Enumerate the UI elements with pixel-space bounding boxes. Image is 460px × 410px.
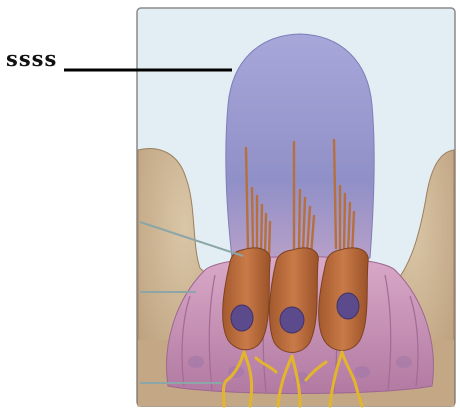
unknown-structure-label: ssss	[6, 46, 57, 71]
hair-cell-nucleus-middle	[280, 307, 304, 333]
hair-cell-right	[319, 248, 369, 351]
hair-cell-nucleus-right	[337, 293, 359, 319]
hair-cell-nucleus-left	[231, 305, 253, 331]
hair-cell-middle	[270, 248, 319, 353]
hair-cell-left	[223, 248, 271, 350]
